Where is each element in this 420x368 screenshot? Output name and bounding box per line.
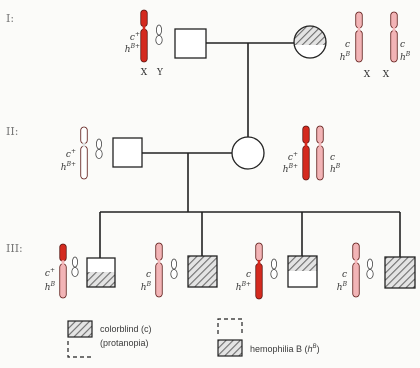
- allele-label-II2-c-left: c+: [288, 151, 298, 163]
- sex-label-I2-x1: X: [364, 70, 371, 80]
- male-symbol-III1: [86, 257, 116, 288]
- allele-label-III3-h: hB+: [236, 281, 251, 293]
- y-chromosome-III4: [366, 258, 374, 279]
- allele-label-I2-h-right: hB: [400, 51, 411, 63]
- pedigree-lines: [99, 42, 401, 258]
- x-chromosome-I2-b: [390, 11, 398, 63]
- sex-label-I1-x: X: [141, 68, 148, 78]
- allele-label-II1-h: hB+: [61, 161, 76, 173]
- x-chromosome-III3: [255, 242, 263, 300]
- legend-hemophilia-box: [217, 318, 243, 334]
- legend-colorblind-swatch: [67, 320, 93, 338]
- allele-label-I1-h: hB+: [125, 43, 140, 55]
- allele-label-I1-c: c+: [130, 31, 140, 43]
- x-chromosome-III1: [59, 243, 67, 299]
- x-chromosome-II2-a: [302, 125, 310, 181]
- allele-label-II2-c-right: c: [330, 153, 335, 163]
- female-symbol-II2: [231, 136, 265, 170]
- x-chromosome-II1: [80, 126, 88, 180]
- allele-label-II2-h-right: hB: [330, 163, 341, 175]
- sex-label-I1-y: Y: [156, 68, 164, 78]
- allele-label-I2-h-left: hB: [340, 51, 351, 63]
- legend: colorblind (c) (protanopia) hemophilia B…: [67, 318, 320, 358]
- allele-label-III1-c: c+: [45, 267, 55, 279]
- y-chromosome-I1: [155, 24, 163, 45]
- x-chromosome-III4: [352, 242, 360, 298]
- allele-label-III2-h: hB: [141, 281, 152, 293]
- legend-colorblind-label: colorblind (c): [100, 324, 152, 334]
- legend-hemophilia-swatch: [217, 339, 243, 357]
- male-symbol-III2: [187, 255, 218, 288]
- y-chromosome-III3: [270, 258, 278, 279]
- male-symbol-I1: [174, 28, 207, 59]
- generation-label-III: III:: [6, 242, 23, 255]
- x-chromosome-I1: [140, 9, 148, 63]
- male-symbol-III3: [287, 255, 318, 288]
- allele-label-III4-c: c: [342, 270, 347, 280]
- chromosome-group: [59, 9, 398, 300]
- allele-label-III2-c: c: [146, 270, 151, 280]
- generation-label-I: I:: [6, 12, 14, 25]
- y-chromosome-III1: [71, 256, 79, 277]
- legend-protanopia-label: (protanopia): [100, 338, 149, 348]
- y-chromosome-III2: [170, 258, 178, 279]
- x-chromosome-II2-b: [316, 125, 324, 181]
- generation-label-II: II:: [6, 125, 18, 138]
- legend-hemophilia-label: hemophilia B (hB): [250, 344, 320, 354]
- allele-label-I2-c-left: c: [345, 40, 350, 50]
- allele-label-II2-h-left: hB+: [283, 163, 298, 175]
- x-chromosome-III2: [155, 242, 163, 298]
- y-chromosome-II1: [95, 138, 103, 159]
- allele-label-III3-c: c: [246, 270, 251, 280]
- legend-hemophilia-outline-swatch: [67, 341, 92, 358]
- female-symbol-I2: [293, 25, 327, 59]
- male-symbol-III4: [384, 256, 416, 289]
- x-chromosome-I2-a: [355, 11, 363, 63]
- male-symbol-II1: [112, 137, 143, 168]
- allele-label-II1-c: c+: [66, 148, 76, 160]
- allele-label-III4-h: hB: [337, 281, 348, 293]
- allele-label-I2-c-right: c: [400, 40, 405, 50]
- sex-label-I2-x2: X: [383, 70, 390, 80]
- allele-label-III1-h: hB: [45, 281, 56, 293]
